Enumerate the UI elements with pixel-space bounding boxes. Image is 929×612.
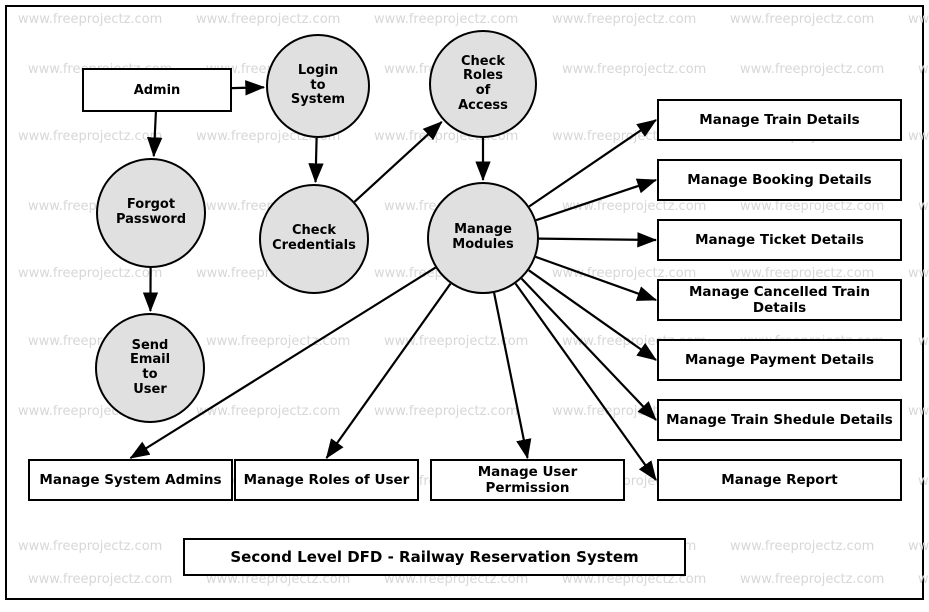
node-label: Manage Booking Details bbox=[687, 172, 872, 188]
flow-manage-modules-to-manage-report bbox=[514, 282, 657, 481]
node-label: Manage System Admins bbox=[39, 472, 222, 488]
flow-manage-modules-to-manage-train-shedule-details bbox=[520, 277, 657, 421]
node-label: Manage Report bbox=[721, 472, 838, 488]
data-store-manage-train-details[interactable]: Manage Train Details bbox=[657, 99, 902, 141]
data-store-manage-booking-details[interactable]: Manage Booking Details bbox=[657, 159, 902, 201]
data-store-manage-report[interactable]: Manage Report bbox=[657, 459, 902, 501]
node-label: Manage Ticket Details bbox=[695, 232, 864, 248]
diagram-title-text: Second Level DFD - Railway Reservation S… bbox=[230, 548, 639, 566]
data-store-manage-payment-details[interactable]: Manage Payment Details bbox=[657, 339, 902, 381]
flow-manage-modules-to-manage-ticket-details bbox=[538, 232, 658, 248]
flow-login-to-system-to-check-credentials bbox=[308, 137, 324, 184]
node-label: Manage Train Details bbox=[699, 112, 860, 128]
data-store-manage-ticket-details[interactable]: Manage Ticket Details bbox=[657, 219, 902, 261]
data-store-manage-user-permission[interactable]: Manage User Permission bbox=[430, 459, 625, 501]
flow-manage-modules-to-manage-train-details bbox=[528, 119, 657, 208]
flow-manage-modules-to-manage-payment-details bbox=[528, 269, 657, 361]
node-label: Manage Roles of User bbox=[243, 472, 410, 488]
flow-manage-modules-to-manage-system-admins bbox=[129, 266, 437, 459]
node-label: Manage Train Shedule Details bbox=[666, 412, 893, 428]
diagram-frame bbox=[5, 5, 924, 600]
node-label: Manage Payment Details bbox=[684, 352, 874, 368]
diagram-title-box: Second Level DFD - Railway Reservation S… bbox=[183, 538, 686, 576]
flow-admin-to-login-to-system bbox=[231, 80, 266, 96]
node-label: Admin bbox=[133, 82, 181, 98]
data-store-manage-cancelled-train-details[interactable]: Manage Cancelled Train Details bbox=[657, 279, 902, 321]
flow-manage-modules-to-manage-roles-of-user bbox=[325, 282, 452, 459]
data-store-manage-train-shedule-details[interactable]: Manage Train Shedule Details bbox=[657, 399, 902, 441]
flow-manage-modules-to-manage-booking-details bbox=[535, 178, 658, 222]
node-label: Manage Cancelled Train Details bbox=[688, 284, 871, 316]
external-entity-admin[interactable]: Admin bbox=[82, 68, 232, 112]
flow-check-credentials-to-check-roles-of-access bbox=[353, 121, 443, 203]
flow-manage-modules-to-manage-user-permission bbox=[493, 292, 532, 460]
flow-manage-modules-to-manage-cancelled-train-details bbox=[535, 255, 658, 302]
node-label: Manage User Permission bbox=[477, 464, 578, 496]
flow-admin-to-forgot-password bbox=[146, 111, 163, 158]
data-store-manage-roles-of-user[interactable]: Manage Roles of User bbox=[234, 459, 419, 501]
data-store-manage-system-admins[interactable]: Manage System Admins bbox=[28, 459, 233, 501]
